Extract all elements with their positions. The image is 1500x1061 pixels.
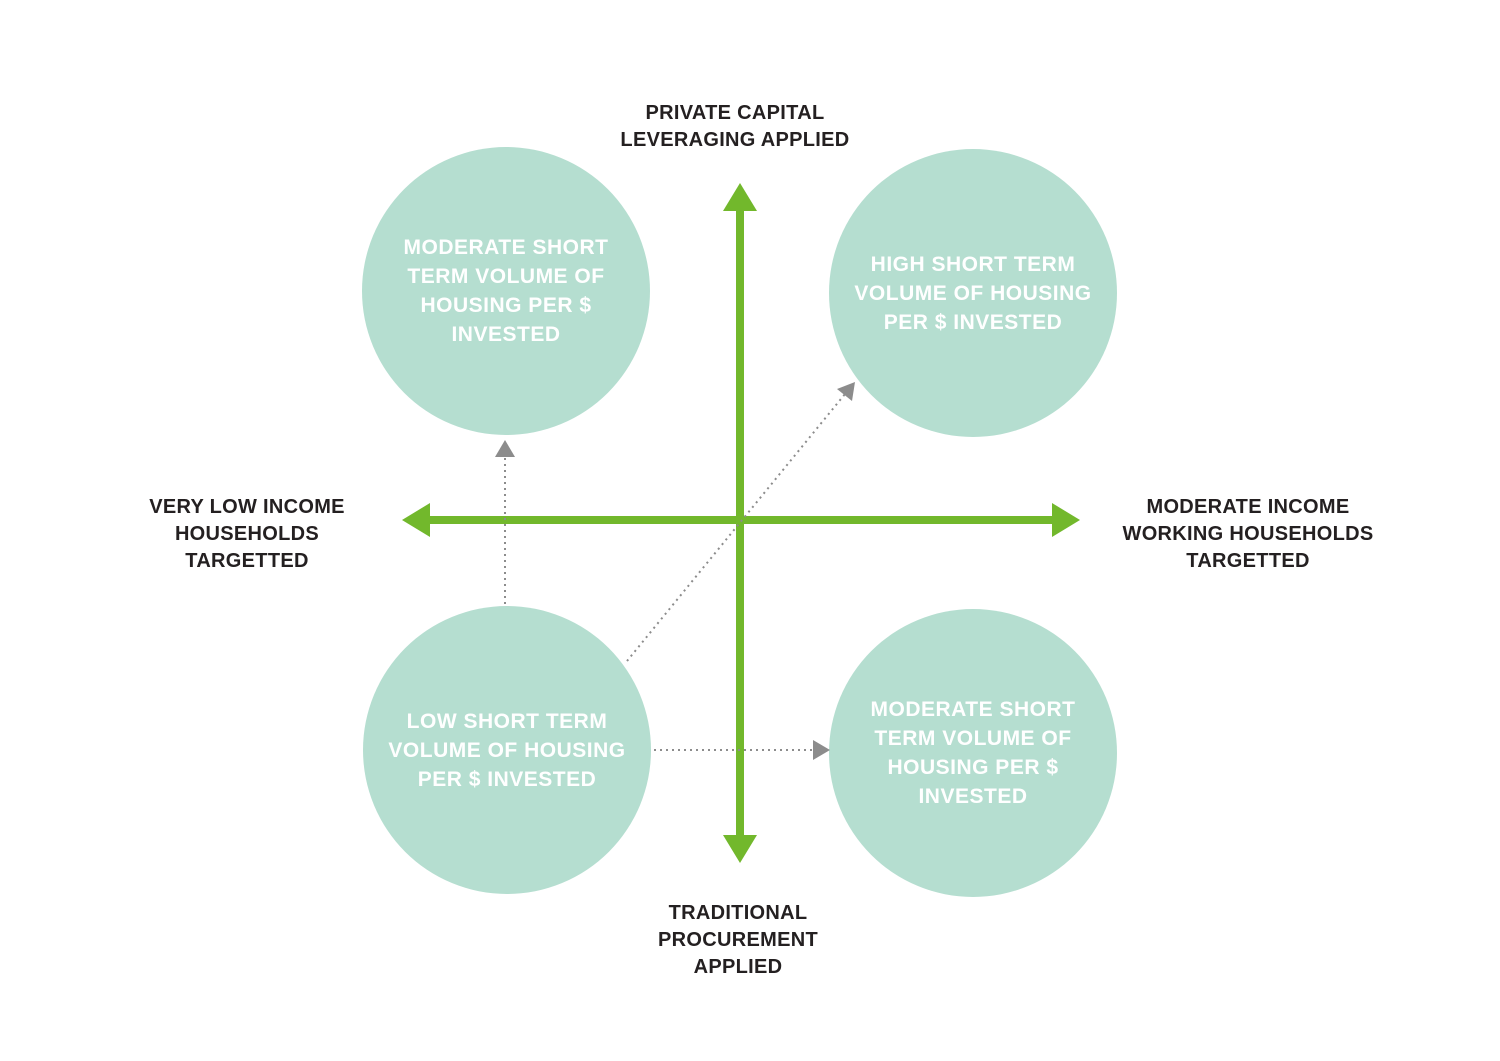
dotted-arrowhead-up-icon: [495, 440, 515, 457]
quadrant-label-bottom-right: MODERATE SHORT TERM VOLUME OF HOUSING PE…: [870, 698, 1076, 808]
dotted-arrowhead-diagonal-icon: [837, 382, 855, 401]
axis-label-right: MODERATE INCOME WORKING HOUSEHOLDS TARGE…: [1122, 496, 1374, 572]
quadrant-label-top-right: HIGH SHORT TERM VOLUME OF HOUSING PER $ …: [854, 252, 1092, 334]
dotted-arrowhead-right-icon: [813, 740, 830, 760]
axis-label-left: VERY LOW INCOME HOUSEHOLDS TARGETTED: [149, 496, 345, 572]
axis-label-bottom: TRADITIONAL PROCUREMENT APPLIED: [658, 902, 818, 978]
quadrant-circle-bottom-right: MODERATE SHORT TERM VOLUME OF HOUSING PE…: [829, 609, 1117, 897]
quadrant-label-bottom-left: LOW SHORT TERM VOLUME OF HOUSING PER $ I…: [388, 709, 626, 791]
axis-arrowhead-up-icon: [723, 183, 757, 211]
axis-label-top: PRIVATE CAPITAL LEVERAGING APPLIED: [620, 102, 850, 151]
quadrant-circle-top-left: MODERATE SHORT TERM VOLUME OF HOUSING PE…: [362, 147, 650, 435]
axis-arrowhead-down-icon: [723, 835, 757, 863]
quadrant-circle-top-right: HIGH SHORT TERM VOLUME OF HOUSING PER $ …: [829, 149, 1117, 437]
quadrant-label-top-left: MODERATE SHORT TERM VOLUME OF HOUSING PE…: [403, 236, 609, 346]
quadrant-circle-bottom-left: LOW SHORT TERM VOLUME OF HOUSING PER $ I…: [363, 606, 651, 894]
axis-arrowhead-right-icon: [1052, 503, 1080, 537]
axis-arrowhead-left-icon: [402, 503, 430, 537]
dotted-arrow-diagonal-line: [626, 393, 846, 662]
